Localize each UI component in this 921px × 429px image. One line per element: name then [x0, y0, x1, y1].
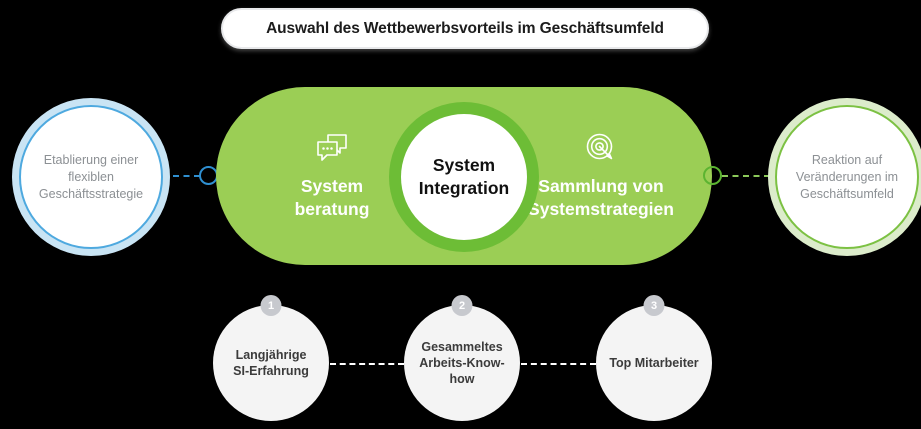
bottom-item-3-label: Top Mitarbeiter: [609, 356, 699, 370]
left-outcome-circle[interactable]: Etablierung einer flexiblen Geschäftsstr…: [12, 98, 170, 256]
right-connector-line: [722, 175, 770, 177]
bottom-connector-line-1: [330, 363, 404, 365]
center-integration-label: System Integration: [418, 155, 510, 198]
bottom-item-1[interactable]: 1 Langjährige SI-Erfahrung: [213, 295, 329, 421]
center-integration-circle[interactable]: System Integration: [389, 102, 539, 252]
pill-segment-strategy[interactable]: Sammlung von Systemstrategien: [512, 87, 690, 265]
bottom-item-2[interactable]: 2 Gesammeltes Arbeits-Know-how: [404, 295, 520, 421]
left-connector-line: [173, 175, 200, 177]
right-outcome-circle[interactable]: Reaktion auf Veränderungen im Geschäftsu…: [768, 98, 921, 256]
bottom-item-3-badge: 3: [643, 295, 665, 316]
chat-bubbles-icon: [315, 131, 349, 165]
bottom-item-1-label: Langjährige SI-Erfahrung: [233, 348, 309, 378]
page-title: Auswahl des Wettbewerbsvorteils im Gesch…: [266, 19, 664, 37]
left-outcome-label: Etablierung einer flexiblen Geschäftsstr…: [38, 152, 144, 201]
right-connector-ring: [703, 166, 722, 185]
target-dart-icon: [585, 131, 617, 165]
diagram-title-pill: Auswahl des Wettbewerbsvorteils im Gesch…: [221, 8, 709, 49]
left-outcome-circle-inner: Etablierung einer flexiblen Geschäftsstr…: [19, 105, 163, 249]
right-outcome-circle-inner: Reaktion auf Veränderungen im Geschäftsu…: [775, 105, 919, 249]
bottom-item-2-label: Gesammeltes Arbeits-Know-how: [419, 340, 505, 386]
right-outcome-label: Reaktion auf Veränderungen im Geschäftsu…: [795, 152, 899, 201]
bottom-connector-line-2: [521, 363, 596, 365]
pill-segment-consulting[interactable]: System beratung: [252, 87, 412, 265]
bottom-item-2-badge: 2: [451, 295, 473, 316]
bottom-item-1-badge: 1: [260, 295, 282, 316]
pill-segment-consulting-label: System beratung: [294, 176, 370, 219]
pill-segment-strategy-label: Sammlung von Systemstrategien: [528, 176, 674, 219]
bottom-item-3[interactable]: 3 Top Mitarbeiter: [596, 295, 712, 421]
center-integration-core: System Integration: [401, 114, 527, 240]
